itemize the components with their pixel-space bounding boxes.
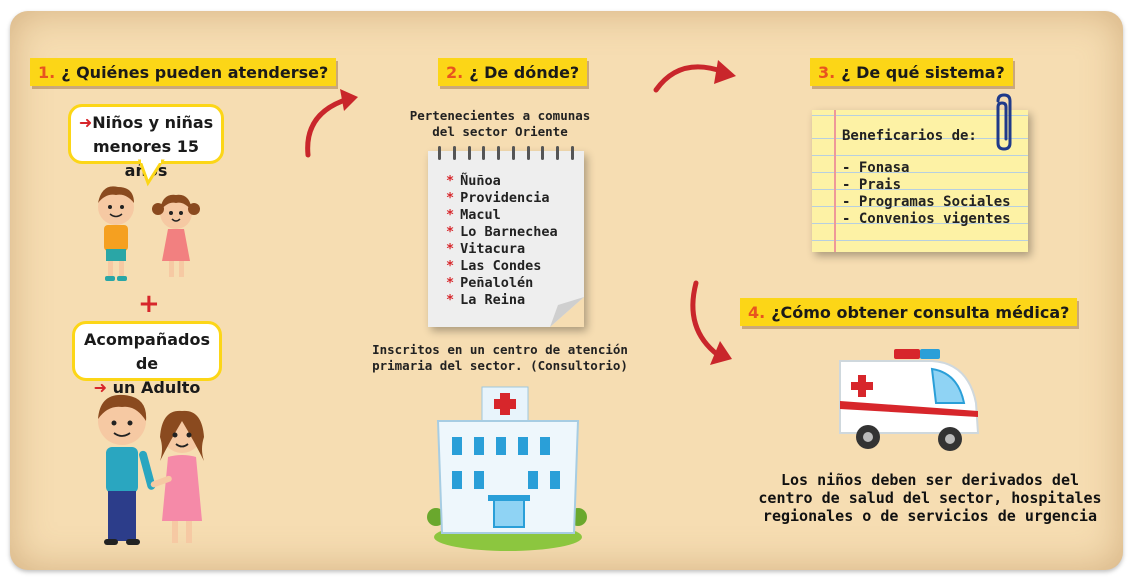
section2-title: ¿ De dónde? [469, 62, 580, 82]
inscritos-caption-line2: primaria del sector. (Consultorio) [372, 358, 628, 373]
comunas-list: *Ñuñoa *Providencia *Macul *Lo Barnechea… [446, 173, 558, 309]
comunas-caption-line2: del sector Oriente [432, 124, 568, 139]
list-item: *Las Condes [446, 258, 542, 274]
notepad-spiral [438, 146, 574, 160]
section2-header: 2. ¿ De dónde? [438, 58, 588, 86]
section4-title: ¿Cómo obtener consulta médica? [771, 302, 1070, 322]
card-title: Beneficarios de: [842, 128, 977, 144]
comunas-caption-line1: Pertenecientes a comunas [409, 108, 591, 123]
arrow-icon [305, 89, 358, 158]
section4-header: 4. ¿Cómo obtener consulta médica? [740, 298, 1078, 326]
notepad-icon: *Ñuñoa *Providencia *Macul *Lo Barnechea… [428, 146, 584, 327]
section3-header: 3. ¿ De qué sistema? [810, 58, 1013, 86]
list-item: - Fonasa [842, 160, 910, 176]
section4-number: 4. [748, 302, 766, 322]
list-item: *Vitacura [446, 241, 526, 257]
adult-bubble-line1: Acompañados de [84, 330, 210, 373]
section3-number: 3. [818, 62, 836, 82]
list-item: *Peñalolén [446, 275, 534, 291]
section2-number: 2. [446, 62, 464, 82]
derivation-text-line1: Los niños deben ser derivados del [780, 471, 1079, 489]
list-item: *Macul [446, 207, 501, 223]
adults-illustration [98, 394, 204, 545]
comunas-caption: Pertenecientes a comunas del sector Orie… [370, 108, 630, 140]
derivation-text-line2: centro de salud del sector, hospitales [758, 489, 1102, 507]
list-item: *Lo Barnechea [446, 224, 558, 240]
infographic-board: 1. ¿ Quiénes pueden atenderse? ➜Niños y … [10, 11, 1123, 570]
section3-title: ¿ De qué sistema? [841, 62, 1005, 82]
section1-header: 1. ¿ Quiénes pueden atenderse? [30, 58, 337, 86]
inscritos-caption-line1: Inscritos en un centro de atención [372, 342, 628, 357]
arrow-icon: ➜ [93, 378, 113, 397]
age-bubble-line1: Niños y niñas [92, 113, 214, 132]
age-bubble: ➜Niños y niñas menores 15 años [68, 104, 224, 180]
list-item: - Prais [842, 177, 902, 193]
section1-number: 1. [38, 62, 56, 82]
beneficiarios-list: - Fonasa - Prais - Programas Sociales - … [842, 160, 1011, 228]
derivation-text-line3: regionales o de servicios de urgencia [762, 507, 1098, 525]
adult-bubble-line2: un Adulto [112, 378, 201, 397]
arrow-icon [690, 280, 732, 365]
list-item: - Programas Sociales [842, 194, 1011, 210]
children-illustration [98, 186, 200, 281]
arrow-icon: ➜ [78, 113, 93, 132]
list-item: *Ñuñoa [446, 173, 501, 189]
list-item: *Providencia [446, 190, 550, 206]
hospital-icon [427, 386, 587, 551]
paperclip-icon [996, 93, 1012, 151]
inscritos-caption: Inscritos en un centro de atención prima… [350, 342, 650, 374]
list-item: - Convenios vigentes [842, 211, 1011, 227]
section1-title: ¿ Quiénes pueden atenderse? [61, 62, 329, 82]
adult-bubble: Acompañados de ➜ un Adulto [72, 321, 222, 397]
derivation-text: Los niños deben ser derivados del centro… [740, 471, 1120, 525]
beneficiarios-card: Beneficarios de: - Fonasa - Prais - Prog… [812, 110, 1028, 252]
ambulance-icon [839, 349, 980, 451]
arrow-icon [653, 60, 736, 93]
plus-sign: + [138, 289, 160, 319]
bubble-tail-icon [137, 158, 165, 187]
page-curl-icon [550, 297, 584, 327]
list-item: *La Reina [446, 292, 526, 308]
card-margin-line [834, 110, 836, 252]
